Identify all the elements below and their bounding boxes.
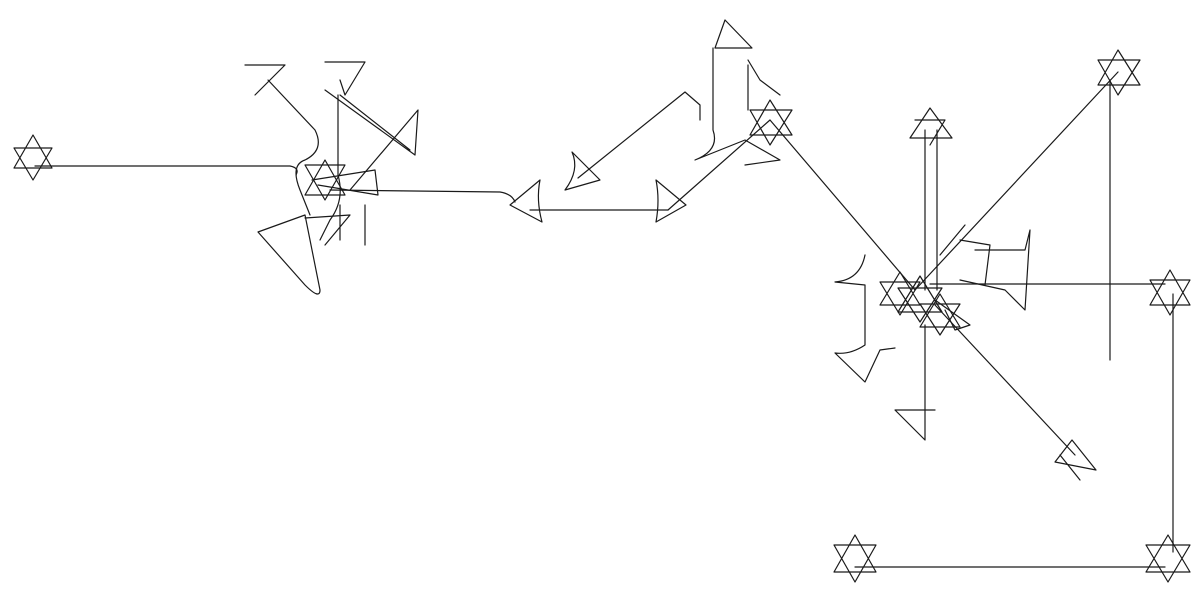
cluster-arrow-right <box>959 229 1031 311</box>
star-node-bottom-right <box>1145 534 1191 583</box>
right-cluster-stars <box>879 271 961 336</box>
star-node-left <box>13 134 53 181</box>
star-icon <box>13 134 53 181</box>
hub-arrow-down <box>304 204 366 246</box>
arrowhead-icon <box>909 107 953 146</box>
left-hub-scribbles <box>244 61 419 295</box>
star-icon <box>833 534 877 583</box>
cluster-star-icon <box>897 275 943 323</box>
line-right-arrow-to-top-star <box>667 119 771 211</box>
hub-arrow-right <box>324 89 419 191</box>
connector-lines <box>34 71 1174 568</box>
arrowhead-cluster-top <box>909 107 953 146</box>
star-node-top-center <box>749 99 793 146</box>
star-icon <box>749 99 793 146</box>
hub-arrow-up-left <box>244 64 319 216</box>
arrowhead-icon <box>1054 439 1097 481</box>
cluster-arrow-down <box>894 324 936 441</box>
cluster-scribble-up <box>939 224 991 286</box>
line-cluster-diag-down <box>934 304 1076 456</box>
star-node-top-right <box>1097 49 1141 96</box>
hub-arrow-down-left <box>257 214 321 295</box>
arrowhead-left <box>509 179 543 223</box>
star-node-bottom-left <box>833 534 877 583</box>
cluster-arrow-left <box>834 254 896 383</box>
cluster-star-icon <box>919 293 961 336</box>
line-arrow-upright <box>577 91 701 179</box>
line-top-star-to-cluster <box>769 119 916 291</box>
arrowhead-diag-bottom <box>1054 439 1097 481</box>
hub-star-icon <box>304 159 346 201</box>
star-icon <box>1097 49 1141 96</box>
hub-arrow-right-2 <box>311 169 379 196</box>
line-left-star-to-hub <box>34 165 298 176</box>
hub-arrow-up-right <box>319 61 366 241</box>
mid-arrowheads <box>509 151 687 223</box>
line-hub-to-mid-arrow <box>329 189 516 203</box>
right-cluster-scribbles <box>834 224 1031 441</box>
arrowhead-right <box>655 179 687 223</box>
star-icon <box>1145 534 1191 583</box>
left-hub-star <box>304 159 346 201</box>
upper-mid-scribbles <box>694 19 781 166</box>
arrowhead-top <box>714 19 753 49</box>
star-node-right-mid <box>1149 269 1191 316</box>
star-icon <box>1149 269 1191 316</box>
arrowhead-mid-upleft <box>564 151 601 191</box>
scribble-vertical <box>694 47 781 166</box>
line-cluster-to-far-star <box>914 71 1119 291</box>
